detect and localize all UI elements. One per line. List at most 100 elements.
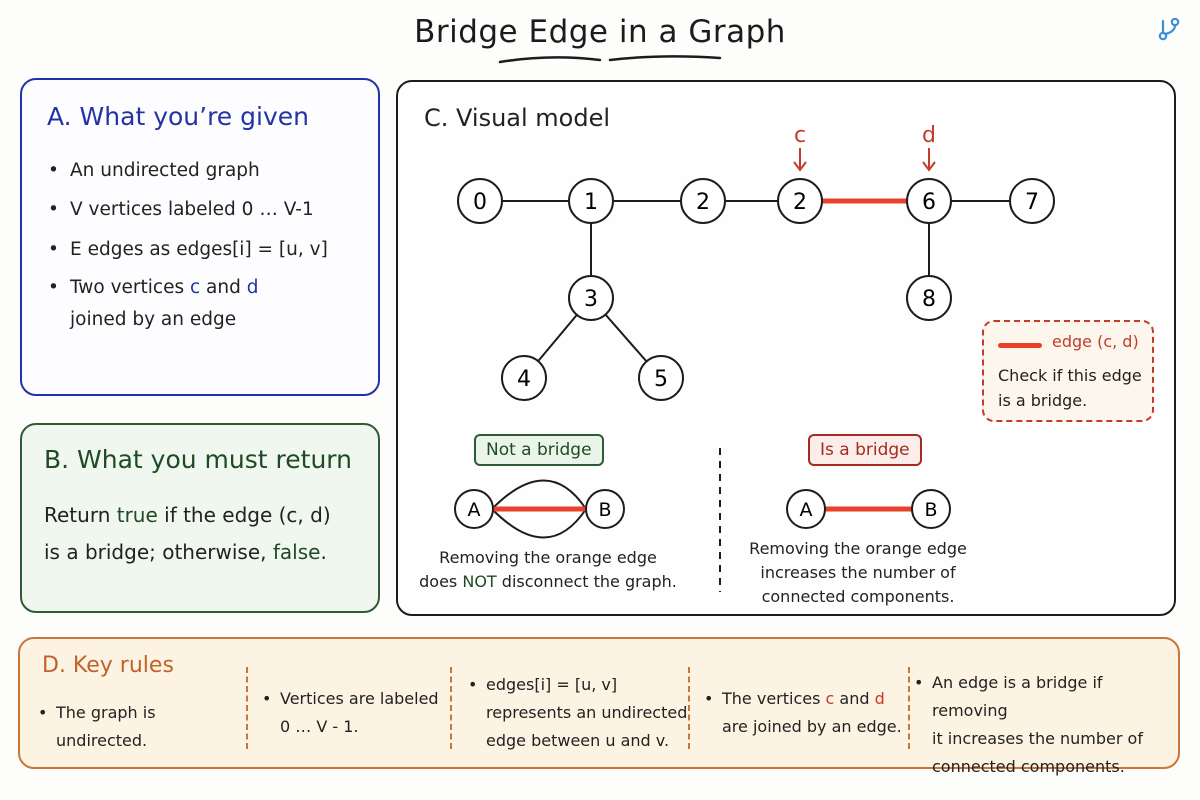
graph-node: 1 bbox=[568, 178, 614, 224]
rule-text: The graph is undirected. bbox=[56, 703, 156, 750]
rule-divider bbox=[450, 667, 452, 749]
not-emphasis: NOT bbox=[462, 572, 497, 591]
svg-text:0: 0 bbox=[473, 190, 487, 215]
example-node-b: B bbox=[911, 489, 951, 529]
given-item-text: An undirected graph bbox=[70, 160, 260, 181]
graph-node: 2 bbox=[777, 178, 823, 224]
given-list: An undirected graph V vertices labeled 0… bbox=[48, 154, 328, 343]
svg-text:6: 6 bbox=[922, 190, 936, 215]
given-item: Two vertices c and d joined by an edge bbox=[48, 272, 328, 337]
graph-node: 2 bbox=[680, 178, 726, 224]
svg-text:8: 8 bbox=[922, 287, 936, 312]
rule-text: Vertices are labeled bbox=[280, 689, 439, 708]
page-title: Bridge Edge in a Graph bbox=[414, 14, 786, 50]
svg-text:3: 3 bbox=[584, 287, 598, 312]
svg-text:B: B bbox=[598, 499, 611, 521]
panel-key-rules: D. Key rules • The graph is undirected. … bbox=[18, 637, 1180, 776]
marker-c-label: c bbox=[794, 123, 806, 148]
example-node-a: A bbox=[454, 489, 494, 529]
rule-text: connected components. bbox=[932, 757, 1125, 776]
caption-line: connected components. bbox=[761, 587, 955, 606]
legend-description: Check if this edge is a bridge. bbox=[998, 364, 1142, 414]
not-bridge-caption: Removing the orange edge does NOT discon… bbox=[418, 546, 678, 594]
graph-node: 5 bbox=[638, 355, 684, 401]
vertex-d-label: d bbox=[874, 689, 885, 708]
graph-node: 7 bbox=[1009, 178, 1055, 224]
rule-text: 0 … V - 1. bbox=[280, 717, 359, 736]
svg-text:2: 2 bbox=[696, 190, 710, 215]
given-item-text: and bbox=[200, 276, 247, 298]
marker-d-label: d bbox=[922, 123, 936, 148]
rule-item: • The graph is undirected. bbox=[38, 703, 156, 750]
rule-text: edge between u and v. bbox=[486, 731, 670, 750]
graph-diagram: c d 0 1 2 2 6 7 3 8 4 5 A B A bbox=[454, 123, 1055, 592]
return-text: Return bbox=[44, 503, 117, 527]
rule-text: The vertices bbox=[722, 689, 826, 708]
rule-item: • edges[i] = [u, v]represents an undirec… bbox=[468, 675, 688, 750]
vertex-c-label: c bbox=[189, 276, 201, 298]
svg-text:7: 7 bbox=[1025, 190, 1039, 215]
panel-rules-title: D. Key rules bbox=[42, 653, 174, 678]
svg-text:A: A bbox=[800, 499, 813, 521]
vertex-c-label: c bbox=[825, 689, 835, 708]
panel-return: B. What you must return Return true if t… bbox=[20, 423, 380, 613]
example-left-lower-path bbox=[491, 508, 587, 539]
svg-text:1: 1 bbox=[584, 190, 598, 215]
graph-node: 3 bbox=[568, 275, 614, 321]
svg-text:2: 2 bbox=[793, 190, 807, 215]
panel-return-title: B. What you must return bbox=[44, 445, 352, 474]
rule-divider bbox=[908, 667, 910, 749]
legend-box: edge (c, d) Check if this edge is a brid… bbox=[982, 320, 1154, 422]
return-text: if the edge (c, d) bbox=[157, 503, 331, 527]
graph-node: 0 bbox=[457, 178, 503, 224]
legend-desc-line: Check if this edge bbox=[998, 366, 1142, 385]
vertex-d-label: d bbox=[246, 276, 259, 298]
rule-divider bbox=[688, 667, 690, 749]
graph-node: 6 bbox=[906, 178, 952, 224]
rule-text: are joined by an edge. bbox=[722, 717, 902, 736]
branch-icon[interactable] bbox=[1156, 16, 1182, 42]
caption-line: increases the number of bbox=[760, 563, 956, 582]
return-description: Return true if the edge (c, d) is a brid… bbox=[44, 497, 331, 571]
given-item-text: joined by an edge bbox=[70, 309, 237, 331]
given-item: An undirected graph bbox=[48, 154, 328, 188]
graph-node: 8 bbox=[906, 275, 952, 321]
is-bridge-caption: Removing the orange edge increases the n… bbox=[738, 537, 978, 609]
rule-text: An edge is a bridge if removing bbox=[932, 673, 1103, 720]
example-node-b: B bbox=[585, 489, 625, 529]
given-item: V vertices labeled 0 … V-1 bbox=[48, 193, 328, 227]
rule-text: edges[i] = [u, v] bbox=[486, 675, 618, 694]
legend-edge-swatch bbox=[998, 343, 1042, 348]
rule-text: and bbox=[834, 689, 875, 708]
rule-text: it increases the number of bbox=[932, 729, 1143, 748]
rule-divider bbox=[246, 667, 248, 749]
panel-given-title: A. What you’re given bbox=[47, 102, 309, 131]
caption-line: Removing the orange edge bbox=[749, 539, 967, 558]
return-text: is a bridge; otherwise, bbox=[44, 540, 273, 564]
panel-visual-model: C. Visual model c d 0 1 2 2 6 7 3 8 bbox=[396, 80, 1176, 616]
given-item-text: E edges as edges[i] = [u, v] bbox=[70, 238, 328, 260]
svg-text:4: 4 bbox=[517, 367, 531, 392]
legend-label: edge (c, d) bbox=[1052, 332, 1139, 351]
svg-text:A: A bbox=[468, 499, 481, 521]
rule-text: represents an undirected bbox=[486, 703, 688, 722]
example-left-upper-path bbox=[491, 479, 587, 510]
svg-text:5: 5 bbox=[654, 367, 668, 392]
return-text: . bbox=[320, 540, 327, 564]
not-bridge-badge: Not a bridge bbox=[474, 434, 604, 466]
given-item: E edges as edges[i] = [u, v] bbox=[48, 233, 328, 267]
svg-text:B: B bbox=[924, 499, 937, 521]
given-item-text: Two vertices bbox=[70, 276, 190, 298]
false-keyword: false bbox=[272, 540, 321, 564]
true-keyword: true bbox=[116, 503, 158, 527]
legend-desc-line: is a bridge. bbox=[998, 390, 1088, 410]
panel-visual-title: C. Visual model bbox=[424, 104, 611, 132]
is-bridge-badge: Is a bridge bbox=[808, 434, 922, 466]
title-underline bbox=[498, 55, 722, 64]
caption-line: disconnect the graph. bbox=[496, 572, 677, 591]
graph-node: 4 bbox=[501, 355, 547, 401]
caption-line: does bbox=[419, 572, 463, 591]
